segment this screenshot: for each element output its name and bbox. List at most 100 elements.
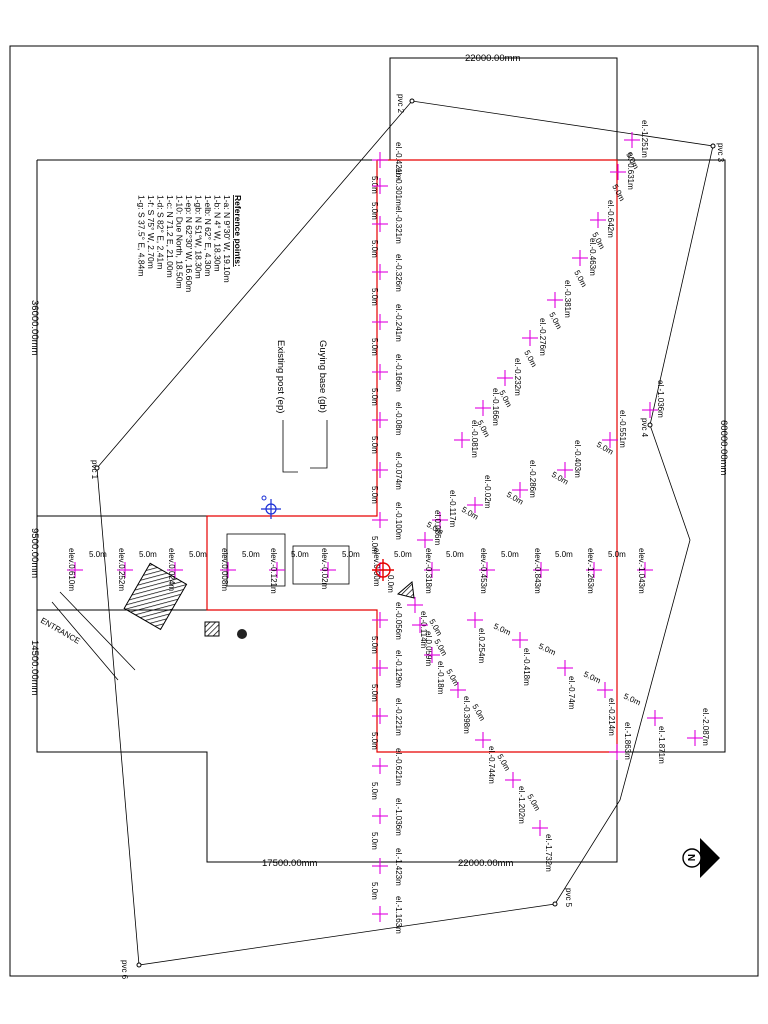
elevation-label: elev.0.610m: [67, 548, 76, 591]
spacing-label: 5.0m: [525, 793, 542, 813]
elevation-label: elev.0.024m: [167, 548, 176, 591]
elevation-label: el.-0.631m: [626, 152, 635, 190]
spacing-label: 5.0m: [370, 832, 379, 850]
dim-left-bottom: 14500.00mm: [29, 640, 40, 696]
elevation-label: el.-0.74m: [567, 676, 576, 710]
reference-point-line: 1-d: S 82° E, 2.41m: [156, 195, 166, 269]
small-post: [204, 621, 220, 637]
pvc-label: pvc 1: [90, 460, 99, 480]
structure-b: [292, 545, 350, 585]
tripod-marker: [396, 581, 415, 599]
spacing-label: 5.0m: [291, 550, 309, 559]
elevation-label: elev.-1.263m: [586, 548, 595, 594]
north-label: N: [685, 854, 696, 861]
dim-top: 22000.00mm: [465, 53, 521, 64]
survey-point: el.-2.087m: [687, 708, 710, 746]
spacing-label: 5.0m: [492, 622, 512, 638]
reference-point-line: 1-10: Due North, 18.50m: [175, 195, 185, 289]
guying-base-label: Guying base (gb): [317, 340, 328, 413]
spacing-label: 5.0m: [370, 882, 379, 900]
elevation-label: el.0.059m: [424, 631, 433, 666]
spacing-label: 5.0m: [537, 642, 557, 658]
elevation-label: el.-0.421m: [394, 142, 403, 180]
elevation-label: el.-0.241m: [394, 304, 403, 342]
spacing-label: 5.0m: [189, 550, 207, 559]
survey-point: el.-0.100m 5.0m: [370, 502, 403, 554]
survey-point: elev.0.024m 5.0m: [167, 548, 207, 591]
benchmark-icon: 0.0m: [372, 559, 415, 599]
entrance-label: ENTRANCE: [39, 616, 82, 646]
hatched-building: [123, 562, 188, 631]
spacing-label: 5.0m: [370, 684, 379, 702]
survey-point: el.-0.081m: [454, 420, 479, 458]
survey-point: el.-1.863m: [609, 722, 632, 760]
existing-post-label: Existing post (ep): [275, 340, 286, 413]
spacing-label: 5.0m: [370, 732, 379, 750]
elevation-label: el.-0.286m: [528, 460, 537, 498]
spacing-label: 5.0m: [555, 550, 573, 559]
survey-point: el.-1.871m: [647, 710, 666, 764]
elevation-label: el.-0.056m: [394, 602, 403, 640]
elevation-label: el.-1.036m: [394, 798, 403, 836]
spacing-label: 5.0m: [495, 753, 512, 773]
reference-points-note: Reference points: 1-a: N 9°30' W, 19.10m…: [137, 195, 244, 292]
spacing-label: 5.0m: [89, 550, 107, 559]
spacing-label: 5.0m: [501, 550, 519, 559]
reference-point-line: 1-gb: N 51°W, 18.30m: [194, 195, 204, 279]
elevation-label: el.-0.276m: [538, 318, 547, 356]
spacing-label: 5.0m: [370, 536, 379, 554]
dim-right: 60000.00mm: [718, 420, 729, 476]
spacing-label: 5.0m: [446, 550, 464, 559]
survey-station-icon: [261, 495, 281, 519]
spacing-label: 5.0m: [595, 440, 615, 457]
elevation-label: el.-1.251m: [640, 120, 649, 158]
elevation-label: el.-1.871m: [657, 726, 666, 764]
spacing-label: 5.0m: [242, 550, 260, 559]
elevation-label: el.-2.087m: [701, 708, 710, 746]
reference-points-heading: Reference points:: [233, 195, 243, 267]
pvc-marker: [94, 465, 100, 471]
reference-point-line: 1-f: S 75° W, 2.70m: [146, 195, 156, 269]
spacing-label: 5.0m: [370, 240, 379, 258]
elevation-label: el.-0.100m: [394, 502, 403, 540]
spacing-label: 5.0m: [342, 550, 360, 559]
elevation-label: elev.0.252m: [117, 548, 126, 591]
property-boundary: [36, 57, 726, 863]
elevation-label: el.-0.117m: [448, 490, 457, 528]
pvc-marker: [647, 422, 653, 428]
elevation-label: el.-0.166m: [394, 354, 403, 392]
spacing-label: 5.0m: [550, 470, 570, 487]
pvc-label: pvc 6: [120, 960, 129, 980]
pvc-label: pvc 5: [564, 888, 573, 908]
elevation-label: el.-1.163m: [394, 896, 403, 934]
elevation-label: el.-0.321m: [394, 206, 403, 244]
spacing-label: 5.0m: [547, 311, 563, 331]
reference-point-line: 1-elb: N 62° E, 4.30m: [203, 195, 213, 276]
spacing-label: 5.0m: [370, 636, 379, 654]
elevation-label: el.-0.621m: [394, 748, 403, 786]
dim-left-mid: 9500.00mm: [29, 528, 40, 578]
spacing-label: 5.0m: [394, 550, 412, 559]
entrance-road: ENTRANCE: [39, 591, 136, 681]
dim-left-top: 36000.00mm: [29, 300, 40, 356]
elevation-label: el.-0.744m: [487, 746, 496, 784]
